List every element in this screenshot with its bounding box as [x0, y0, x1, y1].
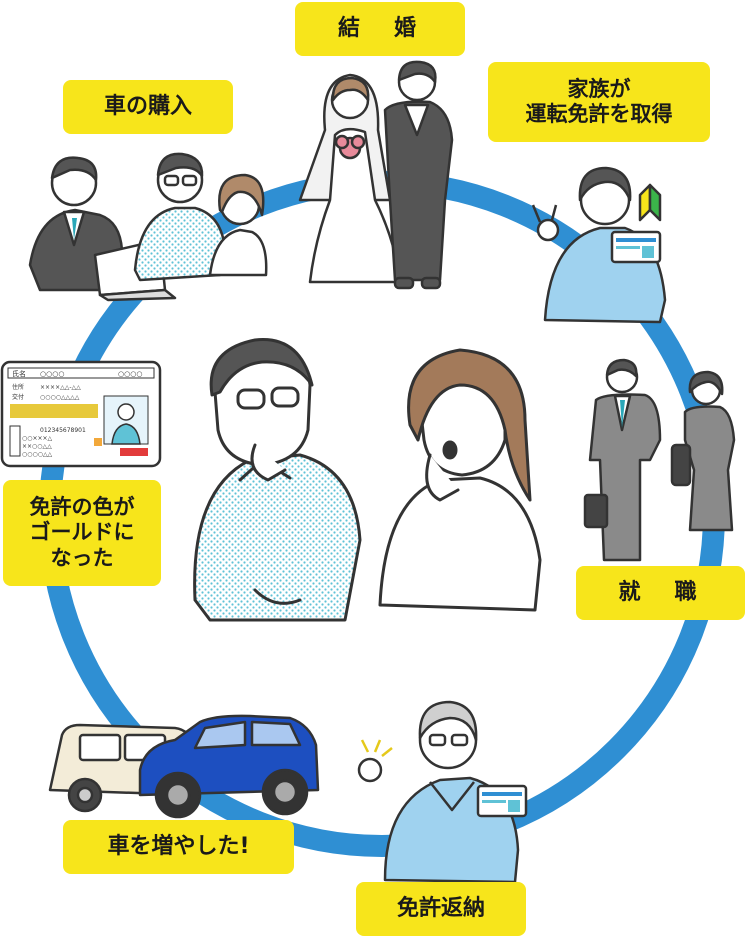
label-marriage: 結 婚	[295, 2, 465, 56]
license-row-1: ○○×××△	[22, 435, 53, 442]
license-row-2: ××○○△△	[22, 443, 52, 450]
drivers-license-card: 氏名 ○○○○ ○○○○ 住所 ××××△△-△△ 交付 ○○○○△△△△ 01…	[0, 360, 162, 468]
employment-scene	[583, 358, 736, 562]
thinking-couple	[193, 338, 542, 622]
license-address-field: 住所	[12, 383, 24, 391]
license-return-scene	[357, 700, 528, 884]
license-issue-value: ○○○○△△△△	[40, 394, 80, 401]
label-car-purchase: 車の購入	[63, 80, 233, 134]
label-family-license: 家族が 運転免許を取得	[488, 62, 710, 142]
license-name-field: 氏名	[12, 369, 26, 378]
license-date-value: ○○○○	[118, 370, 142, 378]
family-license-scene	[531, 166, 667, 324]
car-purchase-scene	[28, 152, 268, 302]
license-row-3: ○○○○△△	[22, 451, 53, 458]
license-address-value: ××××△△-△△	[40, 384, 81, 391]
label-employment: 就 職	[576, 566, 745, 620]
license-gold-strip	[10, 404, 98, 418]
wedding-couple-scene	[298, 60, 454, 290]
cars-scene	[48, 714, 320, 819]
license-name-value: ○○○○	[40, 370, 64, 378]
license-issue-field: 交付	[12, 393, 24, 401]
label-gold-license: 免許の色が ゴールドに なった	[3, 480, 161, 586]
label-license-return: 免許返納	[356, 882, 526, 936]
license-number: 012345678901	[40, 427, 86, 434]
label-added-car: 車を増やした!	[63, 820, 294, 874]
